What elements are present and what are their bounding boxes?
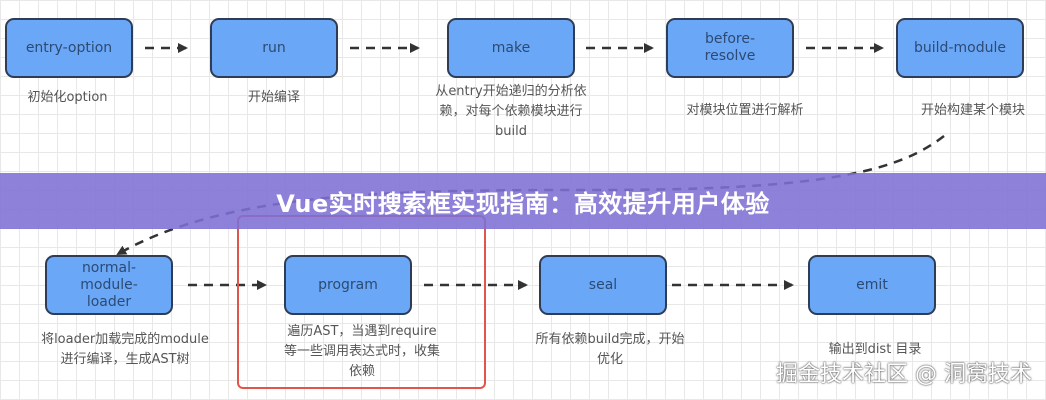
node-label: seal: [588, 276, 618, 293]
caption-run: 开始编译: [247, 90, 300, 105]
node-normal-module-loader: normal- module- loader: [45, 255, 173, 315]
caption-entry-option: 初始化option: [27, 90, 108, 105]
caption-seal: 所有依赖build完成，开始 优化: [535, 332, 685, 367]
node-label: entry-option: [25, 39, 113, 56]
node-before-resolve: before- resolve: [666, 18, 794, 78]
node-label: normal- module- loader: [80, 259, 138, 310]
caption-normal-module-loader: 将loader加载完成的module 进行编译，生成AST树: [41, 332, 209, 367]
caption-program: 遍历AST，当遇到require 等一些调用表达式时，收集 依赖: [283, 324, 440, 379]
caption-build-module: 开始构建某个模块: [920, 103, 1025, 118]
node-emit: emit: [808, 255, 936, 315]
node-label: emit: [856, 276, 888, 293]
node-label: make: [491, 39, 531, 56]
watermark: 掘金技术社区 @ 洞窝技术: [776, 362, 1032, 387]
banner-title: Vue实时搜索框实现指南：高效提升用户体验: [276, 189, 770, 218]
node-make: make: [447, 18, 575, 78]
node-entry-option: entry-option: [5, 18, 133, 78]
node-label: build-module: [914, 39, 1006, 56]
node-run: run: [210, 18, 338, 78]
node-label: program: [318, 276, 378, 293]
node-seal: seal: [539, 255, 667, 315]
node-program: program: [284, 255, 412, 315]
caption-before-resolve: 对模块位置进行解析: [686, 103, 804, 118]
title-banner: Vue实时搜索框实现指南：高效提升用户体验: [0, 173, 1046, 229]
node-build-module: build-module: [896, 18, 1024, 78]
caption-make: 从entry开始递归的分析依 赖，对每个依赖模块进行 build: [435, 84, 587, 139]
caption-emit: 输出到dist 目录: [828, 342, 922, 357]
node-label: run: [262, 39, 286, 56]
node-label: before- resolve: [704, 31, 756, 64]
